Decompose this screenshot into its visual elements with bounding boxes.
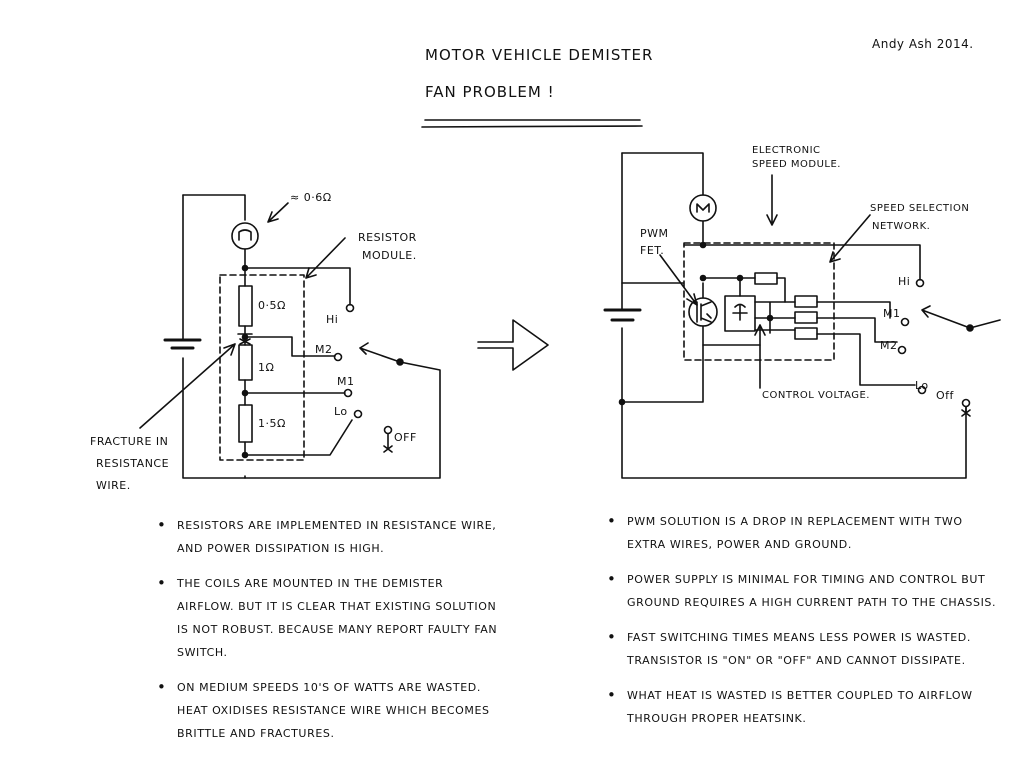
left-contact-hi bbox=[345, 303, 355, 313]
right-contact-off bbox=[961, 398, 971, 408]
esm-arrow bbox=[766, 174, 778, 226]
fracture-arrow bbox=[139, 343, 236, 429]
right-label-off: Off bbox=[936, 389, 954, 402]
right-wire-top bbox=[621, 152, 704, 196]
fracture-label-1: Fracture in bbox=[90, 435, 169, 448]
module-label-arrow bbox=[305, 237, 346, 279]
right-contact-m2 bbox=[897, 345, 907, 355]
speed-resistor-3 bbox=[794, 327, 818, 340]
right-notes-list: PWM solution is a drop in replacement wi… bbox=[605, 510, 1000, 742]
left-wire-top bbox=[182, 194, 246, 221]
author-date: Andy Ash 2014. bbox=[872, 37, 974, 51]
left-label-m1: M1 bbox=[337, 375, 355, 388]
right-contact-m1 bbox=[900, 317, 910, 327]
left-switch-wiper bbox=[359, 342, 401, 363]
left-wire-left bbox=[182, 194, 441, 479]
series-resistor bbox=[754, 272, 778, 285]
left-contact-m1 bbox=[343, 388, 353, 398]
right-note-3: Fast switching times means less power is… bbox=[605, 626, 1000, 672]
right-circuit bbox=[603, 152, 1001, 479]
left-label-m2: M2 bbox=[315, 343, 333, 356]
esm-label-1: Electronic bbox=[752, 145, 821, 156]
title-line-1: Motor Vehicle Demister bbox=[425, 46, 654, 64]
left-note-3: On medium speeds 10's of watts are waste… bbox=[155, 676, 500, 745]
speed-network-label-1: Speed selection bbox=[870, 203, 970, 214]
transition-arrow bbox=[477, 319, 549, 371]
left-contact-lo bbox=[353, 409, 363, 419]
right-battery bbox=[603, 308, 642, 322]
resistor-1 bbox=[238, 344, 253, 381]
speed-module-box bbox=[683, 242, 835, 361]
right-label-m1: M1 bbox=[883, 307, 901, 320]
left-notes-list: Resistors are implemented in resistance … bbox=[155, 514, 500, 757]
right-contact-hi bbox=[915, 278, 925, 288]
left-note-1: Resistors are implemented in resistance … bbox=[155, 514, 500, 560]
left-label-off: Off bbox=[394, 431, 417, 444]
left-contact-off bbox=[383, 425, 393, 435]
speed-resistor-2 bbox=[794, 311, 818, 324]
left-label-lo: Lo bbox=[334, 405, 348, 418]
right-motor-symbol bbox=[689, 194, 717, 222]
resistor-module-label-1: Resistor bbox=[358, 231, 417, 244]
control-arrow bbox=[754, 324, 766, 389]
resistor-module-box bbox=[219, 274, 305, 461]
resistor-value-0-5: 0·5Ω bbox=[258, 299, 286, 312]
right-contact-lo bbox=[917, 385, 927, 395]
right-note-1: PWM solution is a drop in replacement wi… bbox=[605, 510, 1000, 556]
resistor-0-5 bbox=[238, 285, 253, 327]
left-note-2: The coils are mounted in the demister ai… bbox=[155, 572, 500, 664]
right-note-4: What heat is wasted is better coupled to… bbox=[605, 684, 1000, 730]
fracture-label-3: Wire. bbox=[96, 479, 131, 492]
control-ic bbox=[724, 295, 756, 332]
right-note-2: Power supply is minimal for timing and c… bbox=[605, 568, 1000, 614]
right-label-m2: M2 bbox=[880, 339, 898, 352]
pwm-fet-label-1: PWM bbox=[640, 227, 669, 240]
esm-label-2: Speed Module. bbox=[752, 159, 841, 170]
right-label-lo: Lo bbox=[915, 379, 929, 392]
speed-network-label-2: Network. bbox=[872, 221, 931, 232]
right-label-hi: Hi bbox=[898, 275, 911, 288]
pwm-arrow bbox=[659, 254, 698, 306]
left-battery bbox=[163, 338, 202, 350]
left-motor-symbol bbox=[231, 222, 259, 250]
left-contact-m2 bbox=[333, 352, 343, 362]
control-voltage-label: Control Voltage. bbox=[762, 390, 870, 401]
fracture-label-2: Resistance bbox=[96, 457, 170, 470]
resistor-value-1-5: 1·5Ω bbox=[258, 417, 286, 430]
motor-resistance-label: ≈ 0·6Ω bbox=[290, 191, 332, 204]
title-line-2: Fan Problem ! bbox=[425, 83, 555, 101]
motor-label-arrow bbox=[267, 202, 289, 223]
resistor-value-1: 1Ω bbox=[258, 361, 275, 374]
right-switch-wiper bbox=[921, 305, 971, 329]
speed-net-arrow bbox=[829, 214, 871, 263]
resistor-1-5 bbox=[238, 404, 253, 443]
title-underline bbox=[421, 119, 643, 128]
left-label-hi: Hi bbox=[326, 313, 339, 326]
pwm-fet-label-2: FET. bbox=[640, 244, 665, 257]
speed-resistor-1 bbox=[794, 295, 818, 308]
resistor-module-label-2: Module. bbox=[362, 249, 417, 262]
